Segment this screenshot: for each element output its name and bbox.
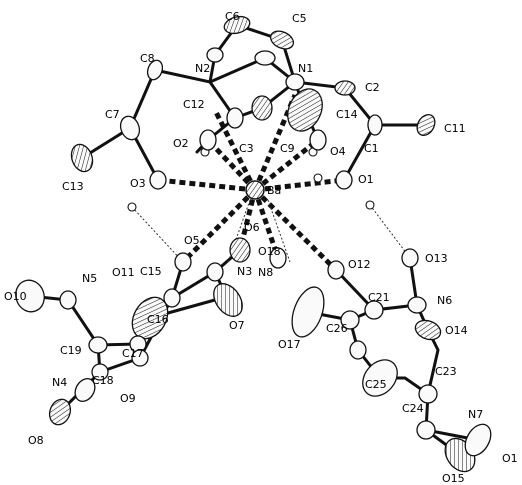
atom-labels: Ba N1 N2 C5 C6 C8 C2 C7 C1 C11 C12 C14 C… <box>4 10 518 485</box>
label-n8: N8 <box>258 266 273 279</box>
label-c15: C15 <box>140 265 162 278</box>
label-n5: N5 <box>82 272 97 285</box>
label-o15: O15 <box>442 472 465 485</box>
label-c25: C25 <box>365 378 387 391</box>
label-o7: O7 <box>229 319 245 332</box>
label-o17: O17 <box>278 338 301 351</box>
hydrogen-bonds <box>131 199 411 263</box>
label-c8: C8 <box>140 52 155 65</box>
label-c9: C9 <box>280 142 295 155</box>
label-c23: C23 <box>435 365 457 378</box>
label-ba: Ba <box>267 184 281 197</box>
label-o9: O9 <box>120 392 136 405</box>
label-c12: C12 <box>183 98 205 111</box>
label-o13: O13 <box>425 252 448 265</box>
label-o16: O1 <box>502 452 518 465</box>
label-c24: C24 <box>402 402 424 415</box>
label-o11: O11 <box>112 266 135 279</box>
label-c19: C19 <box>60 344 82 357</box>
bonds <box>28 23 480 457</box>
label-c13: C13 <box>62 180 84 193</box>
label-o2: O2 <box>173 137 189 150</box>
label-o18: O18 <box>258 245 281 258</box>
label-o12: O12 <box>348 258 371 271</box>
label-c26: C26 <box>326 322 348 335</box>
atoms <box>15 15 492 473</box>
label-c21: C21 <box>368 291 390 304</box>
label-o1: O1 <box>358 173 374 186</box>
label-c1: C1 <box>364 142 379 155</box>
label-c11: C11 <box>444 122 466 135</box>
label-c14: C14 <box>336 108 358 121</box>
label-n1: N1 <box>298 62 313 75</box>
label-n7: N7 <box>468 408 483 421</box>
label-o8: O8 <box>28 434 44 447</box>
label-o10: O10 <box>4 290 27 303</box>
label-o5: O5 <box>184 234 200 247</box>
label-o6: O6 <box>244 221 260 234</box>
label-c2: C2 <box>365 81 380 94</box>
label-c5: C5 <box>292 12 307 25</box>
label-o3: O3 <box>130 177 146 190</box>
label-n3: N3 <box>237 265 252 278</box>
label-n2: N2 <box>195 62 210 75</box>
label-c17: C17 <box>122 347 144 360</box>
label-c7: C7 <box>105 108 120 121</box>
label-n6: N6 <box>437 294 452 307</box>
label-c16: C16 <box>147 313 169 326</box>
label-c6: C6 <box>225 10 240 23</box>
label-c18: C18 <box>92 374 114 387</box>
label-o4: O4 <box>330 145 346 158</box>
label-n4: N4 <box>52 376 67 389</box>
label-c3: C3 <box>239 142 254 155</box>
label-o14: O14 <box>445 324 468 337</box>
